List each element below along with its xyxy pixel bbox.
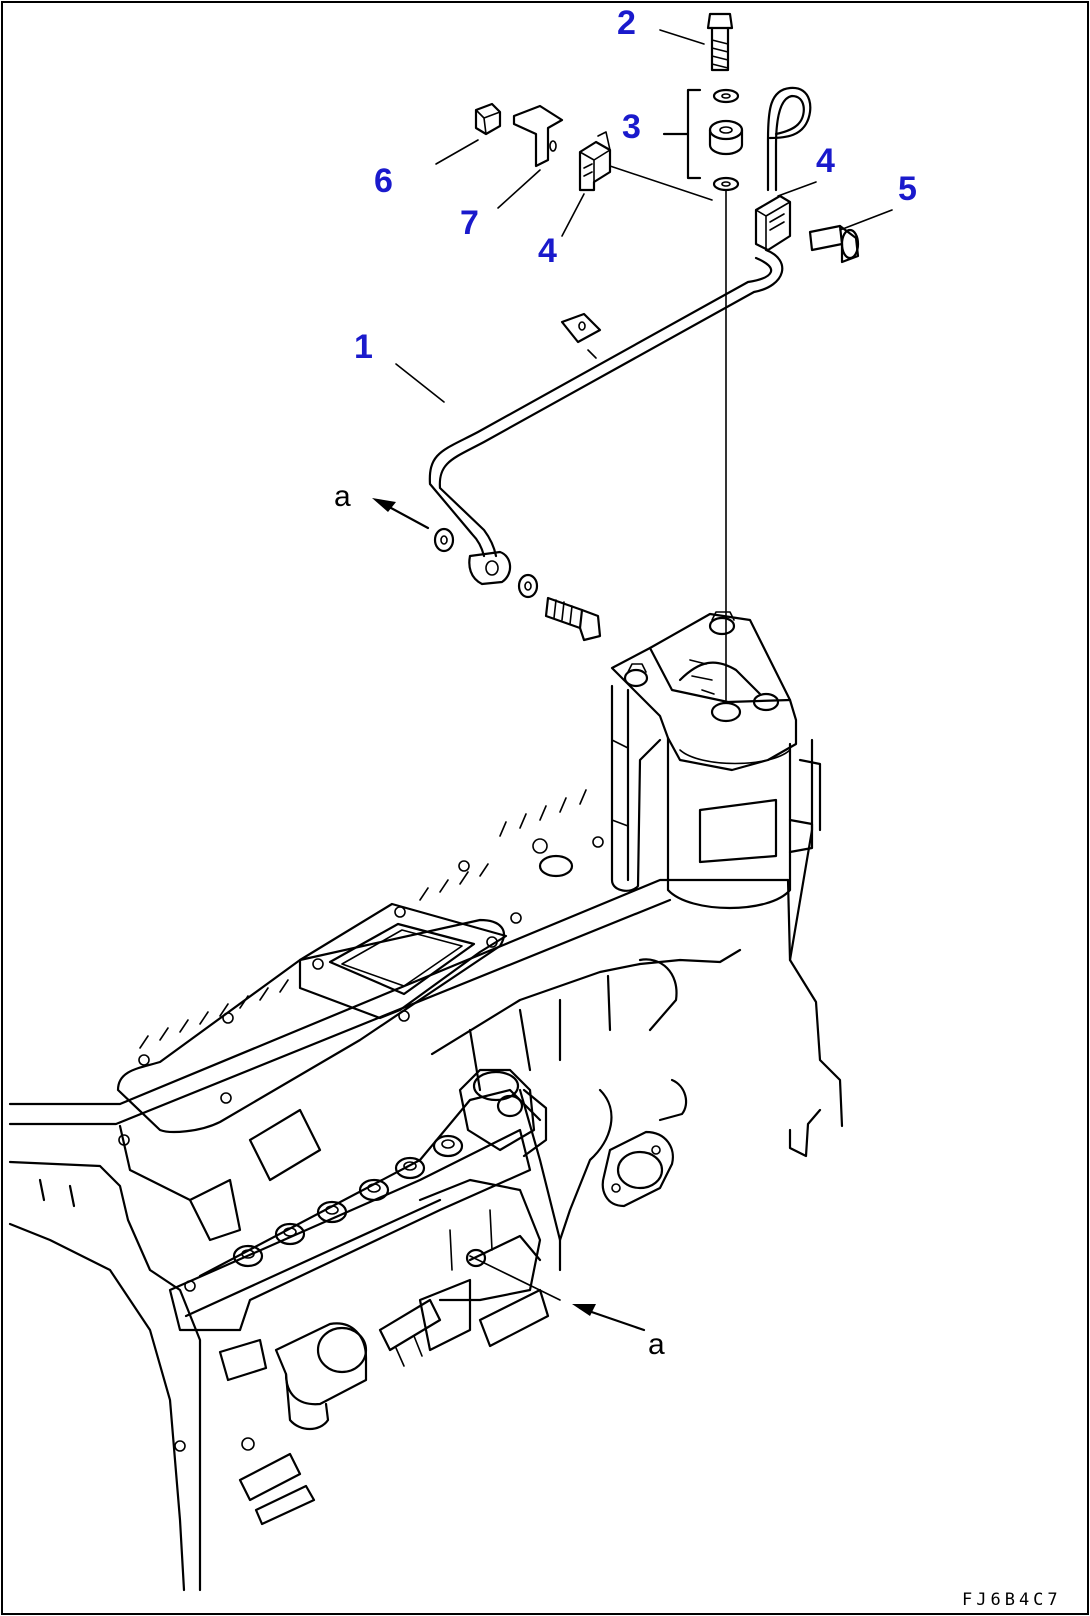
view-arrow-label: a: [334, 480, 351, 513]
part-pipe: [428, 248, 784, 586]
callout-5: 5: [898, 170, 917, 208]
part-spacer-set: [662, 88, 744, 192]
part-bolt-right: [808, 224, 860, 264]
callout-leaders: [395, 29, 893, 403]
view-arrow-label: a: [648, 1328, 665, 1361]
view-arrow-bottom: a: [469, 1255, 665, 1361]
part-clip-left: [578, 131, 612, 192]
drawing-code: FJ6B4C7: [962, 1590, 1062, 1610]
delivery-valve-row: [232, 1134, 464, 1268]
part-bracket: [512, 104, 564, 168]
callout-4-right: 4: [816, 142, 835, 180]
part-bolt: [706, 12, 734, 72]
callout-6: 6: [374, 162, 393, 200]
view-arrow-top: a: [334, 480, 430, 530]
part-banjo-washers: [433, 527, 602, 642]
callout-7: 7: [460, 204, 479, 242]
part-loop-hose: [754, 86, 812, 252]
part-injection-pump: [168, 1068, 550, 1526]
callout-3: 3: [622, 108, 641, 146]
clip-leader-line: [609, 165, 713, 201]
callout-numbers: 2 3 4 5 6 7 4 1: [354, 4, 917, 366]
engine-block: [8, 738, 844, 1592]
callout-2: 2: [617, 4, 636, 42]
part-filter-assembly: [610, 611, 822, 910]
callout-4-left: 4: [538, 232, 557, 270]
part-nut: [474, 102, 502, 136]
callout-1: 1: [354, 328, 373, 366]
